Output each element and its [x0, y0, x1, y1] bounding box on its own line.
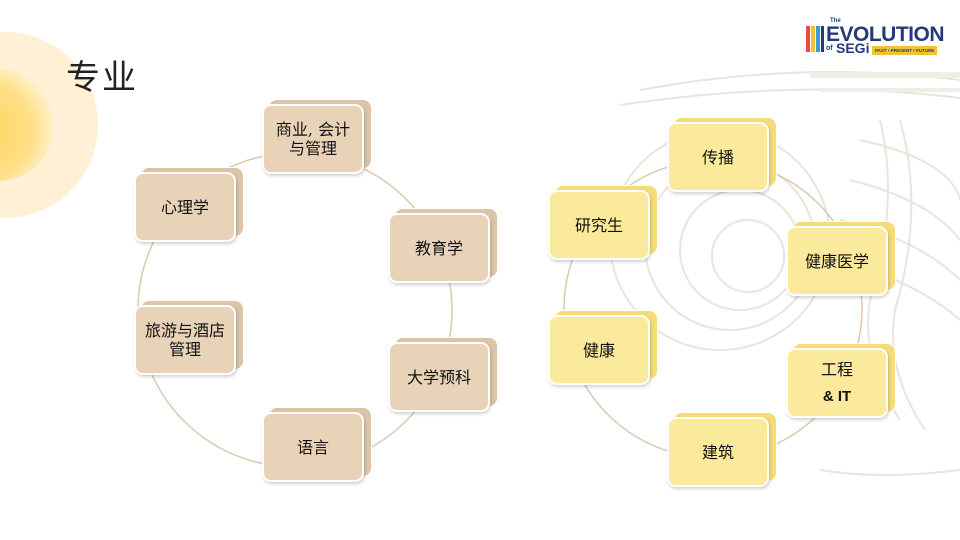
node-psychology[interactable]: 心理学	[134, 167, 244, 244]
node-communication[interactable]: 传播	[667, 117, 777, 194]
page-title: 专业	[66, 58, 138, 98]
node-language[interactable]: 语言	[262, 407, 372, 484]
logo-of-text: of	[826, 45, 833, 52]
node-business[interactable]: 商业, 会计与管理	[262, 99, 372, 176]
node-education[interactable]: 教育学	[388, 208, 498, 285]
logo-mark-icon	[806, 26, 824, 52]
node-language-label: 语言	[262, 412, 364, 482]
node-health-medicine[interactable]: 健康医学	[786, 221, 896, 298]
node-architecture[interactable]: 建筑	[667, 412, 777, 489]
node-foundation-label: 大学预科	[388, 342, 490, 412]
node-health-label: 健康	[548, 315, 650, 385]
node-hospitality[interactable]: 旅游与酒店管理	[134, 300, 244, 377]
node-business-label: 商业, 会计与管理	[262, 104, 364, 174]
node-health-medicine-label: 健康医学	[786, 226, 888, 296]
node-postgraduate-label: 研究生	[548, 190, 650, 260]
node-health[interactable]: 健康	[548, 310, 658, 387]
node-education-label: 教育学	[388, 213, 490, 283]
node-postgraduate[interactable]: 研究生	[548, 185, 658, 262]
node-engineering-sub: & IT	[822, 388, 852, 405]
node-engineering-label: 工程	[820, 360, 853, 379]
logo-line1: The	[830, 18, 841, 24]
node-hospitality-label: 旅游与酒店管理	[134, 305, 236, 375]
accent-circle-inner	[0, 69, 54, 181]
node-communication-label: 传播	[667, 122, 769, 192]
segi-logo: The EVOLUTION of SEGi PAST • PRESENT • F…	[800, 18, 945, 62]
logo-main-text: EVOLUTION	[826, 23, 945, 46]
column-watermark	[609, 71, 960, 476]
logo-tagline: PAST • PRESENT • FUTURE	[872, 46, 938, 55]
node-engineering[interactable]: 工程 & IT	[786, 343, 896, 420]
node-architecture-label: 建筑	[667, 417, 769, 487]
node-foundation[interactable]: 大学预科	[388, 337, 498, 414]
logo-segi-text: SEGi	[836, 40, 870, 56]
node-engineering-face: 工程 & IT	[786, 348, 888, 418]
node-psychology-label: 心理学	[134, 172, 236, 242]
